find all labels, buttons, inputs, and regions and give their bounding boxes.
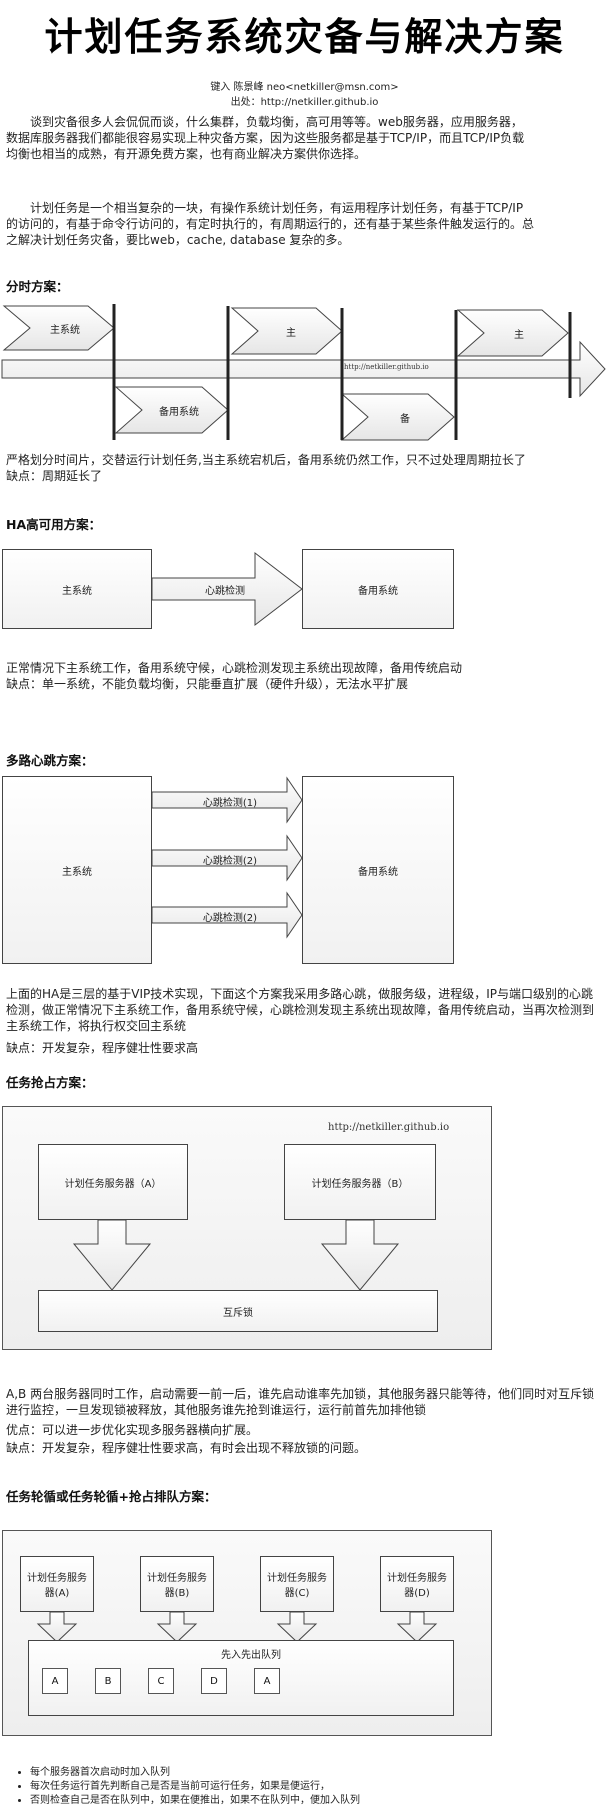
mh-main-system-box: 主系统 xyxy=(2,776,152,964)
mh-heartbeat-label-2: 心跳检测(2) xyxy=(202,856,258,867)
ha-drawback: 缺点：单一系统，不能负载均衡，只能垂直扩展（硬件升级），无法水平扩展 xyxy=(6,677,409,691)
section-heading-round-robin: 任务轮循或任务轮循+抢占排队方案： xyxy=(6,1489,217,1504)
server-b-box: 计划任务服务器（B） xyxy=(284,1144,436,1220)
time-slice-drawback: 缺点：周期延长了 xyxy=(6,469,103,483)
bullet-item: 每个服务器首次启动时加入队列 xyxy=(30,1766,590,1780)
label-backup-1: 备用系统 xyxy=(159,407,199,418)
fifo-queue-label: 先入先出队列 xyxy=(221,1650,281,1661)
rr-server-d-box: 计划任务服务器(D) xyxy=(380,1556,454,1612)
preemption-description: A,B 两台服务器同时工作，启动需要一前一后，谁先启动谁率先加锁，其他服务器只能… xyxy=(6,1387,595,1417)
intro-paragraph-1: 谈到灾备很多人会侃侃而谈，什么集群，负载均衡，高可用等等。web服务器，应用服务… xyxy=(6,115,525,161)
slot-backup-1 xyxy=(114,386,229,434)
queue-item: C xyxy=(148,1668,174,1694)
diagram-url-2: http://netkiller.github.io xyxy=(328,1122,450,1133)
preemption-advantage: 优点：可以进一步优化实现多服务器横向扩展。 xyxy=(6,1423,259,1437)
bullet-item: 每次任务运行首先判断自己是否是当前可运行任务，如果是便运行， xyxy=(30,1780,590,1794)
section-heading-ha: HA高可用方案： xyxy=(6,517,102,532)
label-main-2: 主 xyxy=(286,328,296,339)
author-line: 键入 陈景峰 neo<netkiller@msn.com> xyxy=(210,82,399,93)
queue-item: A xyxy=(42,1668,68,1694)
queue-item: D xyxy=(201,1668,227,1694)
label-backup-2: 备 xyxy=(400,414,410,425)
ha-heartbeat-label: 心跳检测 xyxy=(205,586,245,597)
time-slice-description: 严格划分时间片，交替运行计划任务,当主系统宕机后，备用系统仍然工作，只不过处理周… xyxy=(6,453,526,467)
round-robin-bullet-list: 每个服务器首次启动时加入队列 每次任务运行首先判断自己是否是当前可运行任务，如果… xyxy=(6,1766,590,1808)
rr-server-b-box: 计划任务服务器(B) xyxy=(140,1556,214,1612)
server-a-box: 计划任务服务器（A） xyxy=(38,1144,188,1220)
bullet-item: 否则检查自己是否在队列中，如果在便推出，如果不在队列中，便加入队列 xyxy=(30,1794,590,1808)
slot-backup-2 xyxy=(340,393,455,441)
queue-item: A xyxy=(254,1668,280,1694)
mutex-box: 互斥锁 xyxy=(38,1290,438,1332)
mh-drawback: 缺点：开发复杂，程序健壮性要求高 xyxy=(6,1041,199,1055)
section-heading-preemption: 任务抢占方案： xyxy=(6,1075,94,1090)
ha-backup-system-box: 备用系统 xyxy=(302,549,454,629)
ha-description: 正常情况下主系统工作，备用系统守候，心跳检测发现主系统出现故障，备用传统启动 xyxy=(6,661,463,675)
timeline-arrow xyxy=(1,340,606,398)
section-heading-time-slice: 分时方案： xyxy=(6,279,69,294)
label-main-3: 主 xyxy=(514,330,524,341)
page-title: 计划任务系统灾备与解决方案 xyxy=(44,15,565,59)
ha-main-system-box: 主系统 xyxy=(2,549,152,629)
queue-item: B xyxy=(95,1668,121,1694)
label-main-1: 主系统 xyxy=(50,325,80,336)
slot-main-2 xyxy=(230,307,343,355)
slot-main-1 xyxy=(2,305,115,351)
mh-heartbeat-label-1: 心跳检测(1) xyxy=(202,798,258,809)
mh-backup-system-box: 备用系统 xyxy=(302,776,454,964)
preemption-drawback: 缺点：开发复杂，程序健壮性要求高，有时会出现不释放锁的问题。 xyxy=(6,1441,367,1455)
intro-paragraph-2: 计划任务是一个相当复杂的一块，有操作系统计划任务，有运用程序计划任务，有基于TC… xyxy=(6,201,535,247)
mh-description: 上面的HA是三层的基于VIP技术实现，下面这个方案我采用多路心跳，做服务级，进程… xyxy=(6,987,595,1033)
mh-heartbeat-label-3: 心跳检测(2) xyxy=(202,913,258,924)
source-line: 出处：http://netkiller.github.io xyxy=(230,97,379,108)
diagram-url-1: http://netkiller.github.io xyxy=(344,363,429,371)
section-heading-multi-heartbeat: 多路心跳方案： xyxy=(6,753,94,768)
fifo-queue-box xyxy=(28,1640,454,1716)
slot-main-3 xyxy=(456,309,569,357)
